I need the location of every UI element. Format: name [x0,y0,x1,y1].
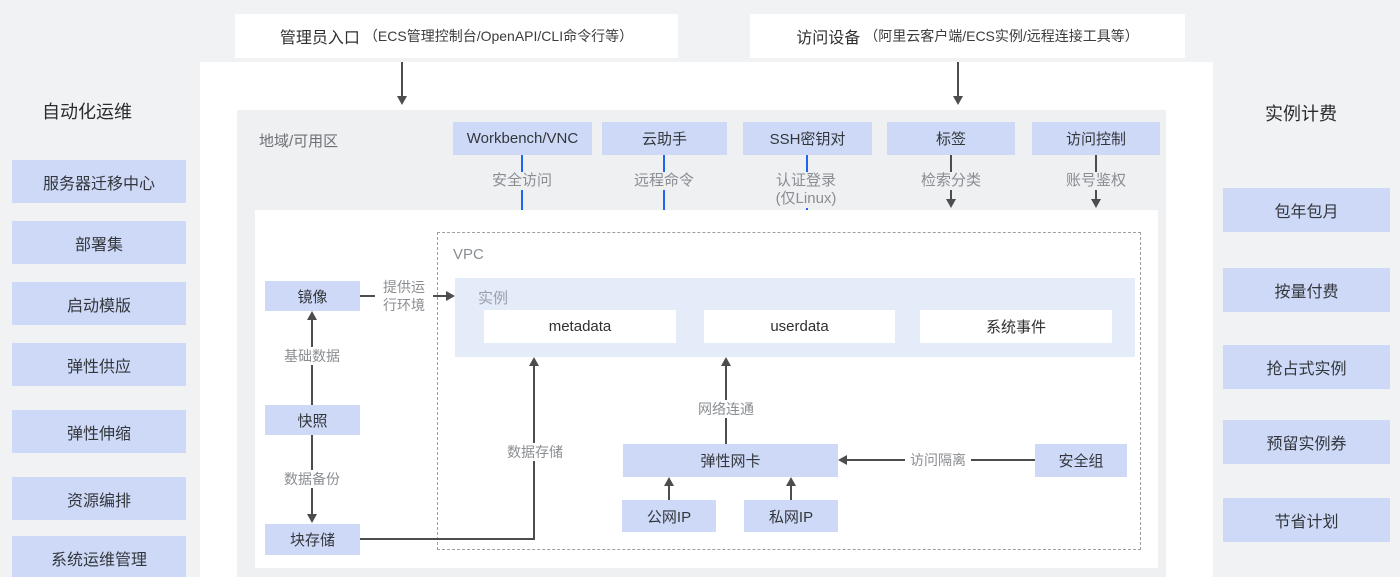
data-backup-label: 数据备份 [279,470,345,488]
vpc-boundary [437,232,1141,550]
node-metadata: metadata [484,310,676,343]
node-block-storage: 块存储 [265,524,360,555]
access-device-arrow-line [957,62,959,97]
private-ip-line [790,483,792,500]
base-data-head [307,311,317,320]
node-userdata: userdata [704,310,895,343]
data-storage-label: 数据存储 [502,443,568,461]
node-pay-as-you-go: 按量付费 [1223,268,1390,312]
access-device-arrow-head [953,96,963,105]
node-snapshot: 快照 [265,405,360,435]
node-subscription: 包年包月 [1223,188,1390,232]
node-savings-plan: 节省计划 [1223,498,1390,542]
node-access-control: 访问控制 [1032,122,1160,155]
workbench-sub-label: 安全访问 [489,172,555,190]
access-isolation-head [838,455,847,465]
right-panel-title: 实例计费 [1265,104,1337,124]
node-workbench-vnc: Workbench/VNC [453,122,592,155]
ram-sub-label: 账号鉴权 [1063,172,1129,190]
node-private-ip: 私网IP [744,500,838,532]
ram-connector-head [1091,199,1101,208]
top-band [0,0,1400,62]
network-connect-head [721,357,731,366]
node-cloud-assistant: 云助手 [602,122,727,155]
data-storage-head [529,357,539,366]
node-elastic-supply: 弹性供应 [12,343,186,386]
node-auto-scaling: 弹性伸缩 [12,410,186,453]
instance-label: 实例 [478,290,509,307]
node-server-migration-center: 服务器迁移中心 [12,160,186,203]
node-image: 镜像 [265,281,360,311]
node-deployment-set: 部署集 [12,221,186,264]
tag-connector-head [946,199,956,208]
node-system-event: 系统事件 [920,310,1112,343]
node-resource-orchestration: 资源编排 [12,477,186,520]
access-device-title: 访问设备 [796,30,861,47]
admin-entry-title: 管理员入口 [279,30,360,47]
node-public-ip: 公网IP [622,500,716,532]
ssh-sub-label: 认证登录 (仅Linux) [770,172,842,208]
right-panel [1213,62,1400,577]
vpc-label: VPC [453,246,484,263]
node-launch-template: 启动模版 [12,282,186,325]
admin-entry-node: 管理员入口 （ECS管理控制台/OpenAPI/CLI命令行等） [235,14,678,58]
left-panel-title: 自动化运维 [42,102,132,122]
node-reserved-instance: 预留实例券 [1223,420,1390,464]
provide-env-label-line2: 行环境 [383,297,425,313]
admin-entry-arrow-head [397,96,407,105]
region-zone-label: 地域/可用区 [259,133,339,150]
admin-entry-arrow-line [401,62,403,97]
ssh-sub-line1: 认证登录 [775,172,836,189]
node-preemptible-instance: 抢占式实例 [1223,345,1390,389]
node-eni: 弹性网卡 [623,444,838,477]
data-backup-head [307,514,317,523]
node-ssh-keypair: SSH密钥对 [743,122,872,155]
private-ip-head [786,477,796,486]
public-ip-line [668,483,670,500]
node-security-group: 安全组 [1035,444,1127,477]
network-connect-label: 网络连通 [692,400,760,418]
node-tags: 标签 [887,122,1015,155]
admin-entry-detail: （ECS管理控制台/OpenAPI/CLI命令行等） [363,28,634,44]
tag-sub-label: 检索分类 [918,172,984,190]
provide-env-label: 提供运 行环境 [375,278,433,314]
ssh-sub-line2: (仅Linux) [775,190,837,207]
provide-env-head [446,291,455,301]
node-system-ops-management: 系统运维管理 [12,536,186,577]
public-ip-head [664,477,674,486]
access-device-node: 访问设备 （阿里云客户端/ECS实例/远程连接工具等） [750,14,1185,58]
provide-env-label-line1: 提供运 [383,279,425,295]
base-data-label: 基础数据 [279,347,345,365]
access-isolation-label: 访问隔离 [905,451,971,469]
access-device-detail: （阿里云客户端/ECS实例/远程连接工具等） [864,28,1139,44]
assistant-sub-label: 远程命令 [631,172,697,190]
data-storage-hline [360,538,535,540]
